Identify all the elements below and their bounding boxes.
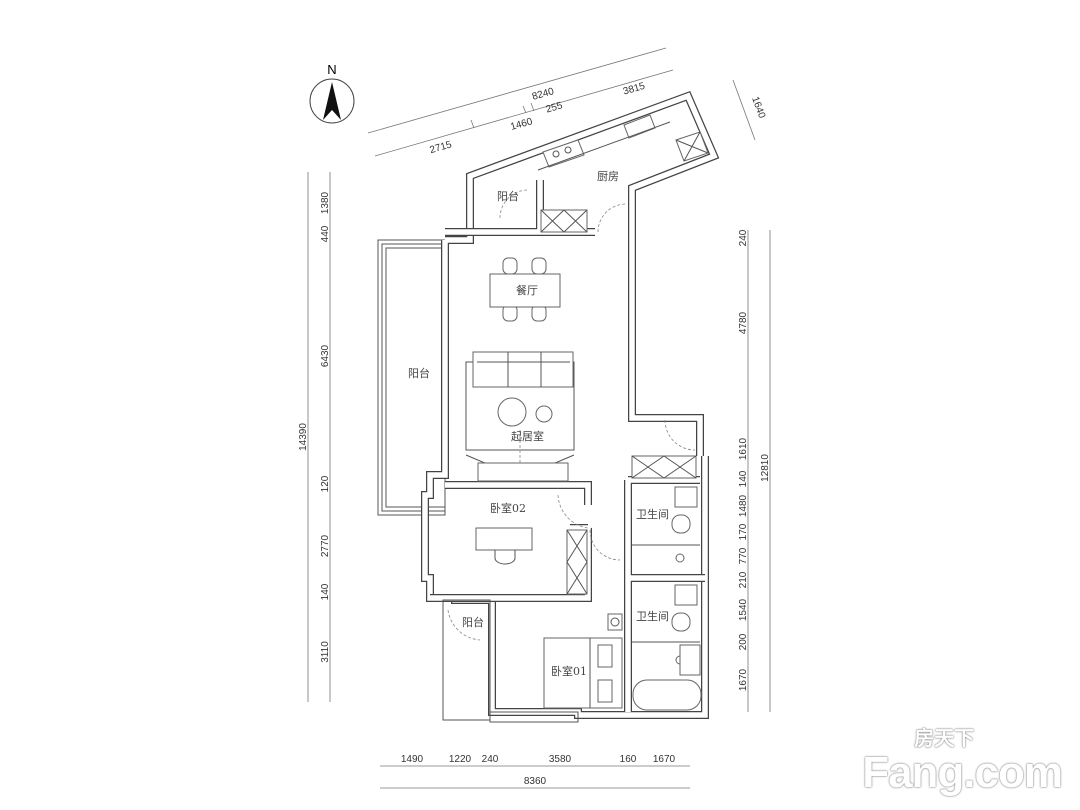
dim-left-6: 3110 [320, 641, 331, 663]
dim-top-0: 2715 [429, 139, 454, 156]
room-label-kitchen: 厨房 [597, 170, 619, 183]
watermark-en: Fang.com [862, 748, 1063, 797]
bedroom01-bed [447, 609, 623, 709]
dim-right-1: 4780 [738, 311, 749, 334]
north-compass-icon [309, 78, 355, 124]
dim-left-2: 6430 [320, 344, 331, 367]
room-label-bedroom01: 卧室01 [551, 664, 587, 678]
kitchen-fixtures [499, 114, 709, 233]
dim-right-7: 210 [738, 571, 749, 588]
room-label-west-balcony: 阳台 [408, 366, 430, 380]
dining-table [489, 257, 561, 322]
dim-right-10: 1670 [738, 668, 749, 691]
dim-bottom-total: 8360 [524, 776, 547, 787]
room-label-living: 起居室 [511, 429, 544, 443]
dim-bottom-2: 240 [482, 754, 499, 765]
bedroom02-furniture [475, 494, 621, 595]
dim-right-9: 200 [738, 633, 749, 650]
dim-left-total: 14390 [298, 423, 309, 451]
left-dimensions: 14390 1380 440 6430 120 2770 140 3110 [298, 172, 331, 702]
dim-bottom-5: 1670 [653, 754, 676, 765]
room-label-bath2: 卫生间 [636, 609, 669, 623]
hall-cabinet [631, 419, 697, 479]
room-label-kitchen-balcony: 阳台 [497, 189, 519, 203]
dim-bottom-3: 3580 [549, 754, 572, 765]
small-balcony-rail [442, 599, 491, 721]
dim-top-total: 8240 [531, 86, 556, 103]
dim-left-1: 440 [320, 225, 331, 242]
dim-right-2: 1610 [738, 437, 749, 460]
dim-bottom-4: 160 [620, 754, 637, 765]
dim-top-right: 1640 [749, 95, 767, 120]
fang-com-watermark: 房天下 Fang.com [862, 728, 1063, 797]
dim-top-1: 1460 [509, 116, 534, 133]
dim-bottom-1: 1220 [449, 754, 472, 765]
watermark-cn: 房天下 [914, 728, 975, 750]
dim-right-4: 1480 [738, 494, 749, 517]
dim-left-3: 120 [320, 475, 331, 492]
bathroom-fixtures [632, 486, 702, 711]
dim-right-0: 240 [738, 229, 749, 246]
dim-right-total: 12810 [760, 454, 771, 482]
dim-right-5: 170 [738, 523, 749, 540]
dim-left-4: 2770 [320, 534, 331, 557]
room-label-bedroom02: 卧室02 [490, 501, 526, 515]
bottom-dimensions: 1490 1220 240 3580 160 1670 8360 [380, 754, 690, 789]
dim-top-2: 255 [545, 100, 564, 115]
compass-label: N [327, 62, 336, 77]
dim-left-5: 140 [320, 583, 331, 600]
dim-top-3: 3815 [622, 81, 647, 98]
dim-right-6: 770 [738, 547, 749, 564]
bedroom01-window [489, 711, 579, 723]
right-dimensions: 12810 240 4780 1610 140 1480 170 770 210… [738, 229, 771, 712]
dim-left-0: 1380 [320, 191, 331, 214]
room-label-small-balcony: 阳台 [462, 615, 484, 629]
living-furniture [465, 351, 575, 482]
room-label-dining: 餐厅 [516, 283, 538, 297]
dim-bottom-0: 1490 [401, 754, 424, 765]
dim-right-8: 1540 [738, 598, 749, 621]
room-label-bath1: 卫生间 [636, 507, 669, 521]
dim-right-3: 140 [738, 470, 749, 487]
